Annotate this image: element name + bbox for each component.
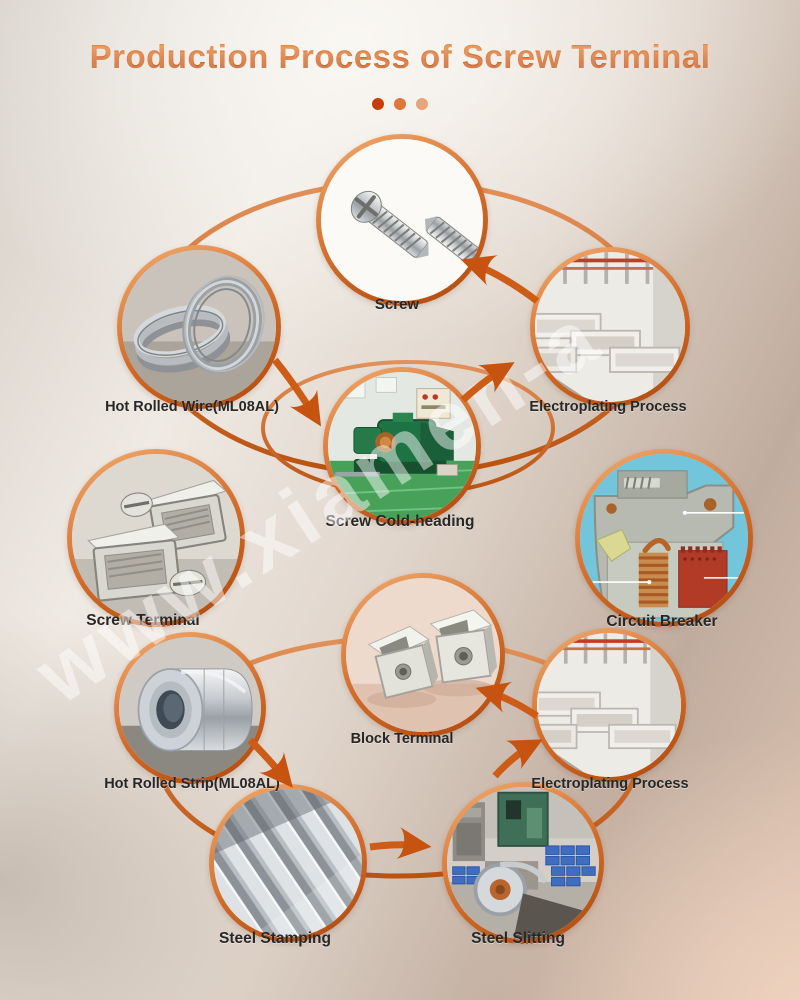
steel-strips-photo-icon xyxy=(214,789,362,937)
node-label-block-terminal: Block Terminal xyxy=(350,731,454,747)
node-label-steel-slitting: Steel Slitting xyxy=(471,930,565,947)
title-dots xyxy=(0,97,800,115)
node-electroplating-1 xyxy=(530,247,690,407)
arrow-stamping-to-slitting xyxy=(369,827,432,860)
node-block-terminal xyxy=(341,573,505,737)
node-label-steel-stamping: Steel Stamping xyxy=(219,930,331,947)
page-title: Production Process of Screw Terminal xyxy=(0,38,800,76)
node-label-circuit-breaker: Circuit Breaker xyxy=(606,613,718,630)
arrow-electroplating1-to-screw xyxy=(460,255,540,304)
dot-icon xyxy=(394,98,406,110)
node-steel-slitting xyxy=(442,782,604,944)
steel-coil-photo-icon xyxy=(119,637,261,779)
circuit-breaker-photo-icon xyxy=(580,454,748,622)
block-terminal-photo-icon xyxy=(346,578,500,732)
node-label-electroplating-1: Electroplating Process xyxy=(529,399,687,415)
node-hot-rolled-strip xyxy=(114,632,266,784)
screw-photo-icon xyxy=(321,139,483,301)
electroplating-photo-icon xyxy=(537,633,681,777)
node-steel-stamping xyxy=(209,784,367,942)
node-label-electroplating-2: Electroplating Process xyxy=(531,776,689,792)
node-label-hot-rolled-strip: Hot Rolled Strip(ML08AL) xyxy=(104,776,280,792)
node-screw xyxy=(316,134,488,306)
wire-coil-photo-icon xyxy=(122,250,276,404)
slitting-machine-photo-icon xyxy=(447,787,599,939)
node-screw-terminal xyxy=(67,449,245,627)
node-label-screw: Screw xyxy=(374,296,420,313)
node-label-hot-rolled-wire: Hot Rolled Wire(ML08AL) xyxy=(105,399,279,415)
node-label-screw-terminal: Screw Terminal xyxy=(86,612,200,629)
arrow-slitting-to-electroplating2 xyxy=(492,739,543,779)
node-circuit-breaker xyxy=(575,449,753,627)
node-hot-rolled-wire xyxy=(117,245,281,409)
node-label-cold-heading: Screw Cold-heading xyxy=(325,513,475,530)
dot-icon xyxy=(372,98,384,110)
arrow-wire-to-coldheading xyxy=(272,357,322,427)
dot-icon xyxy=(416,98,428,110)
node-electroplating-2 xyxy=(532,628,686,782)
electroplating-photo-icon xyxy=(535,252,685,402)
screw-terminal-photo-icon xyxy=(72,454,240,622)
